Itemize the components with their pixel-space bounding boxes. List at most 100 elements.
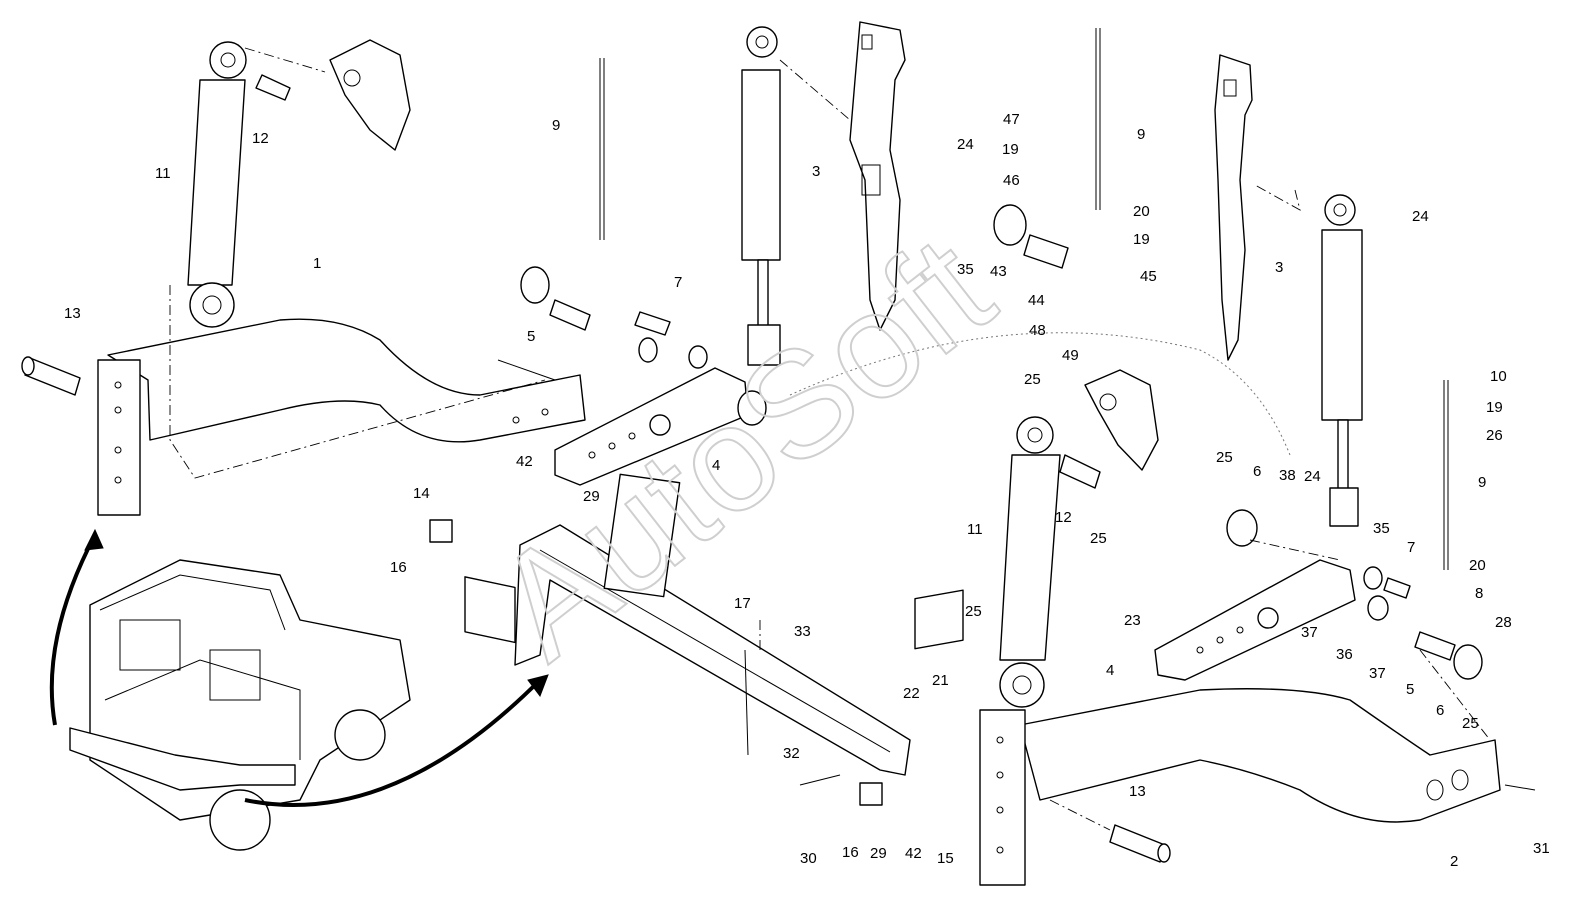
cylinder-11-top xyxy=(187,41,247,328)
boom-arm-left xyxy=(97,318,586,516)
callout-25: 25 xyxy=(1090,530,1107,547)
callout-16: 16 xyxy=(842,844,859,861)
callout-20: 20 xyxy=(1469,557,1486,574)
callout-19: 19 xyxy=(1002,141,1019,158)
callout-25: 25 xyxy=(965,603,982,620)
callout-31: 31 xyxy=(1533,840,1550,857)
callout-17: 17 xyxy=(734,595,751,612)
cylinder-3-top xyxy=(741,26,781,366)
callout-19: 19 xyxy=(1133,231,1150,248)
callout-49: 49 xyxy=(1062,347,1079,364)
callout-42: 42 xyxy=(516,453,533,470)
callout-9: 9 xyxy=(1137,126,1145,143)
callout-35: 35 xyxy=(957,261,974,278)
callout-44: 44 xyxy=(1028,292,1045,309)
callout-38: 38 xyxy=(1279,467,1296,484)
callout-9: 9 xyxy=(552,117,560,134)
frame-bracket-right xyxy=(1214,54,1253,361)
callout-45: 45 xyxy=(1140,268,1157,285)
callout-32: 32 xyxy=(783,745,800,762)
callout-11: 11 xyxy=(155,165,171,182)
callout-29: 29 xyxy=(870,845,887,862)
callout-29: 29 xyxy=(583,488,600,505)
paver-machine-inset xyxy=(69,559,411,851)
callout-12: 12 xyxy=(252,130,269,147)
callout-20: 20 xyxy=(1133,203,1150,220)
callout-11: 11 xyxy=(967,521,983,538)
callout-3: 3 xyxy=(812,163,820,180)
callout-6: 6 xyxy=(1436,702,1444,719)
callout-19: 19 xyxy=(1486,399,1503,416)
callout-21: 21 xyxy=(932,672,949,689)
callout-13: 13 xyxy=(1129,783,1146,800)
boom-arm-right xyxy=(979,688,1501,886)
callout-37: 37 xyxy=(1369,665,1386,682)
callout-numbers: 1 2 3 3 4 4 5 5 6 6 7 7 8 9 9 9 10 11 11… xyxy=(64,111,1550,870)
callout-2: 2 xyxy=(1450,853,1458,870)
callout-7: 7 xyxy=(674,274,682,291)
pin-13-left xyxy=(21,356,81,396)
callout-35: 35 xyxy=(1373,520,1390,537)
rod-9-right xyxy=(1443,380,1449,570)
callout-47: 47 xyxy=(1003,111,1020,128)
callout-13: 13 xyxy=(64,305,81,322)
callout-23: 23 xyxy=(1124,612,1141,629)
callout-5: 5 xyxy=(527,328,535,345)
arrows xyxy=(49,528,549,807)
pin-13-right xyxy=(1109,824,1171,863)
callout-48: 48 xyxy=(1029,322,1046,339)
callout-24: 24 xyxy=(957,136,974,153)
cylinder-11-bottom xyxy=(999,416,1061,708)
callout-5: 5 xyxy=(1406,681,1414,698)
callout-46: 46 xyxy=(1003,172,1020,189)
hardware-bushings xyxy=(255,74,1536,806)
callout-7: 7 xyxy=(1407,539,1415,556)
callout-1: 1 xyxy=(313,255,321,272)
callout-22: 22 xyxy=(903,685,920,702)
mount-bracket-mid xyxy=(1084,369,1159,471)
mount-bracket-top xyxy=(329,39,411,151)
link-arm-lower xyxy=(1154,559,1356,681)
alignment-lines xyxy=(169,47,1491,831)
callout-8: 8 xyxy=(1475,585,1483,602)
callout-37: 37 xyxy=(1301,624,1318,641)
callout-42: 42 xyxy=(905,845,922,862)
rod-9-top xyxy=(1095,28,1101,210)
callout-33: 33 xyxy=(794,623,811,640)
block-16-right xyxy=(859,782,883,806)
callout-30: 30 xyxy=(800,850,817,867)
callout-12: 12 xyxy=(1055,509,1072,526)
mounting-plate-right xyxy=(979,709,1026,886)
cross-beam-plate xyxy=(603,473,681,598)
callout-24: 24 xyxy=(1412,208,1429,225)
callout-3: 3 xyxy=(1275,259,1283,276)
frame-bracket-center xyxy=(849,21,906,331)
callout-24: 24 xyxy=(1304,468,1321,485)
callout-26: 26 xyxy=(1486,427,1503,444)
mounting-plate-left xyxy=(97,359,141,516)
link-arm-upper xyxy=(554,367,749,486)
callout-15: 15 xyxy=(937,850,954,867)
callout-4: 4 xyxy=(712,457,720,474)
callout-10: 10 xyxy=(1490,368,1507,385)
callout-43: 43 xyxy=(990,263,1007,280)
callout-6: 6 xyxy=(1253,463,1261,480)
rod-9-left xyxy=(599,58,605,240)
callout-16: 16 xyxy=(390,559,407,576)
callout-9: 9 xyxy=(1478,474,1486,491)
callout-25: 25 xyxy=(1216,449,1233,466)
hose-dotted-line xyxy=(789,332,1291,456)
callout-36: 36 xyxy=(1336,646,1353,663)
bracket-14 xyxy=(464,576,516,644)
callout-4: 4 xyxy=(1106,662,1114,679)
mount-frame-inset xyxy=(69,727,296,791)
callout-28: 28 xyxy=(1495,614,1512,631)
cross-beam xyxy=(514,473,911,776)
block-16-left xyxy=(429,519,453,543)
callout-14: 14 xyxy=(413,485,430,502)
callout-25: 25 xyxy=(1024,371,1041,388)
bracket-15 xyxy=(914,589,964,650)
callout-25: 25 xyxy=(1462,715,1479,732)
